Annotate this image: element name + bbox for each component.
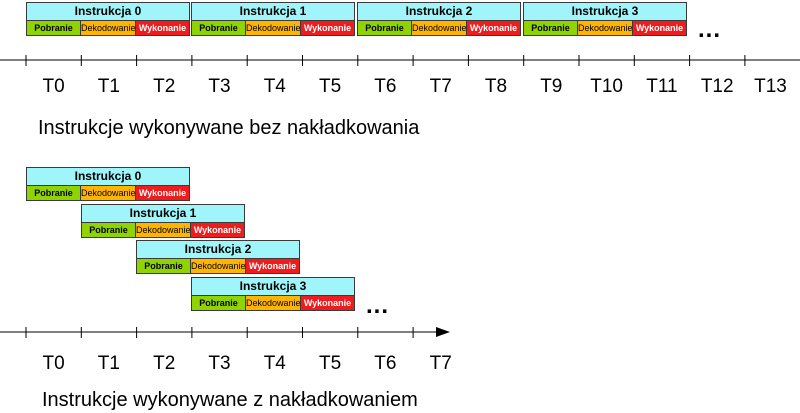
stage-fetch: Pobranie <box>136 258 191 274</box>
tick-label: T8 <box>484 76 508 97</box>
instruction-title: Instrukcja 3 <box>191 277 355 296</box>
ellipsis: ... <box>698 16 722 43</box>
tick-label: T4 <box>263 353 286 374</box>
seq-instruction-3: Instrukcja 3 Pobranie Dekodowanie Wykona… <box>523 2 687 36</box>
pipe-instruction-3: Instrukcja 3 Pobranie Dekodowanie Wykona… <box>191 277 355 311</box>
stage-decode: Dekodowanie <box>245 20 301 36</box>
stage-execute: Wykonanie <box>300 20 355 36</box>
stage-decode: Dekodowanie <box>577 20 633 36</box>
pipe-instruction-0: Instrukcja 0 Pobranie Dekodowanie Wykona… <box>26 167 190 201</box>
seq-instruction-2: Instrukcja 2 Pobranie Dekodowanie Wykona… <box>357 2 521 36</box>
instruction-title: Instrukcja 2 <box>357 2 521 21</box>
seq-instruction-1: Instrukcja 1 Pobranie Dekodowanie Wykona… <box>191 2 355 36</box>
stage-decode: Dekodowanie <box>80 185 136 201</box>
tick-label: T1 <box>97 76 120 97</box>
timeline-axis <box>0 55 800 66</box>
stage-execute: Wykonanie <box>300 295 355 311</box>
tick-label: T2 <box>153 76 176 97</box>
stage-fetch: Pobranie <box>26 20 81 36</box>
tick-label: T1 <box>97 353 120 374</box>
tick-label: T9 <box>540 76 563 97</box>
instruction-title: Instrukcja 1 <box>81 204 245 223</box>
tick-label: T3 <box>208 353 231 374</box>
stage-fetch: Pobranie <box>191 20 246 36</box>
instruction-title: Instrukcja 0 <box>26 2 190 21</box>
tick-label: T10 <box>590 76 623 97</box>
tick-label: T0 <box>42 353 65 374</box>
caption-sequential: Instrukcje wykonywane bez nakładkowania <box>38 117 420 139</box>
stage-decode: Dekodowanie <box>245 295 301 311</box>
stage-fetch: Pobranie <box>357 20 412 36</box>
tick-label: T5 <box>319 353 342 374</box>
stage-fetch: Pobranie <box>191 295 246 311</box>
pipe-instruction-1: Instrukcja 1 Pobranie Dekodowanie Wykona… <box>81 204 245 238</box>
stage-decode: Dekodowanie <box>80 20 136 36</box>
tick-label: T11 <box>646 76 678 97</box>
tick-label: T4 <box>263 76 286 97</box>
stage-execute: Wykonanie <box>632 20 687 36</box>
tick-label: T6 <box>374 353 397 374</box>
tick-label: T2 <box>153 353 176 374</box>
pipe-instruction-2: Instrukcja 2 Pobranie Dekodowanie Wykona… <box>136 240 300 274</box>
stage-decode: Dekodowanie <box>411 20 467 36</box>
instruction-title: Instrukcja 2 <box>136 240 300 259</box>
instruction-title: Instrukcja 3 <box>523 2 687 21</box>
stage-fetch: Pobranie <box>81 222 136 238</box>
tick-label: T0 <box>42 76 65 97</box>
stage-decode: Dekodowanie <box>190 258 246 274</box>
stage-execute: Wykonanie <box>190 222 245 238</box>
tick-label: T13 <box>754 76 787 97</box>
tick-label: T7 <box>429 353 452 374</box>
tick-label: T12 <box>700 76 734 97</box>
stage-decode: Dekodowanie <box>135 222 191 238</box>
tick-label: T7 <box>429 76 452 97</box>
tick-label: T6 <box>374 76 397 97</box>
timeline-axis <box>0 327 450 338</box>
instruction-title: Instrukcja 0 <box>26 167 190 186</box>
stage-execute: Wykonanie <box>135 185 190 201</box>
ellipsis: ... <box>366 292 390 319</box>
stage-fetch: Pobranie <box>26 185 81 201</box>
stage-execute: Wykonanie <box>466 20 521 36</box>
stage-execute: Wykonanie <box>245 258 300 274</box>
seq-instruction-0: Instrukcja 0 Pobranie Dekodowanie Wykona… <box>26 2 190 36</box>
stage-fetch: Pobranie <box>523 20 578 36</box>
caption-pipelined: Instrukcje wykonywane z nakładkowaniem <box>42 389 418 411</box>
tick-label: T5 <box>319 76 342 97</box>
instruction-title: Instrukcja 1 <box>191 2 355 21</box>
stage-execute: Wykonanie <box>135 20 190 36</box>
tick-label: T3 <box>208 76 231 97</box>
